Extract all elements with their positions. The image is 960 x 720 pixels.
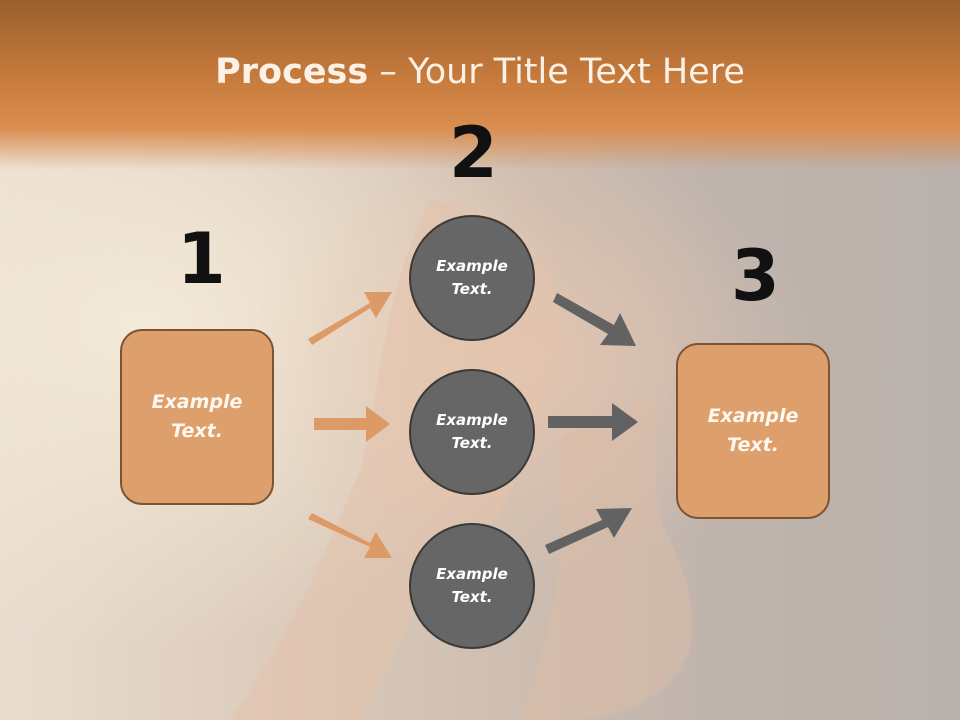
slide-title: Process – Your Title Text Here xyxy=(0,52,960,92)
title-bold: Process xyxy=(215,52,369,92)
title-band xyxy=(0,0,960,170)
step-number-1: 1 xyxy=(177,218,226,300)
title-rest: – Your Title Text Here xyxy=(368,52,745,92)
arrow-1-to-middle xyxy=(314,406,390,442)
arrow-1-to-bottom xyxy=(308,513,392,558)
step-number-2: 2 xyxy=(449,112,498,194)
arrow-1-to-top xyxy=(308,292,392,345)
step-2-circle-middle: Example Text. xyxy=(409,369,535,495)
arrow-middle-to-3 xyxy=(548,403,638,441)
step-number-3: 3 xyxy=(731,235,780,317)
step-2-circle-bottom: Example Text. xyxy=(409,523,535,649)
step-2-circle-top: Example Text. xyxy=(409,215,535,341)
step-1-box: Example Text. xyxy=(120,329,274,505)
step-3-box: Example Text. xyxy=(676,343,830,519)
arrow-top-to-3 xyxy=(553,293,636,346)
arrow-bottom-to-3 xyxy=(545,508,632,554)
